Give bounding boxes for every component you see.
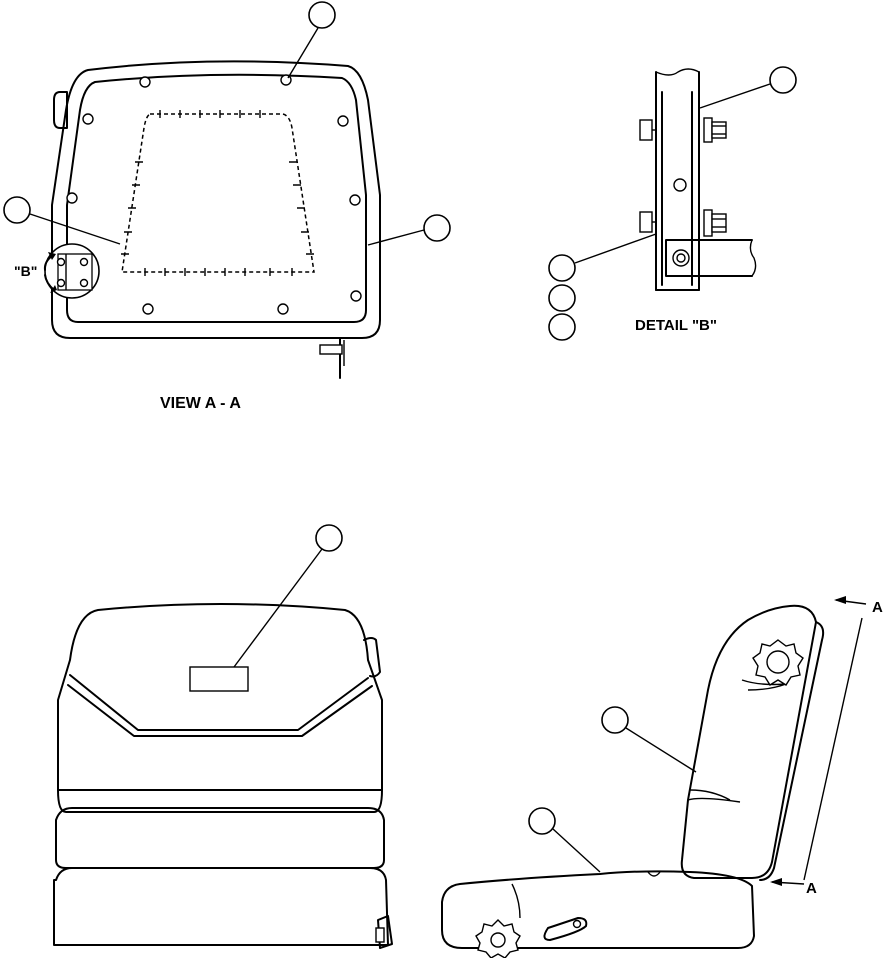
detail-b-callout: "B" — [14, 263, 37, 279]
callout-balloon — [548, 313, 576, 341]
panel-screws — [66, 74, 362, 315]
detail-b-title: DETAIL "B" — [635, 317, 717, 334]
view-a-a-title: VIEW A - A — [160, 395, 241, 412]
callout-balloon — [423, 214, 451, 242]
screw-icon — [66, 192, 78, 204]
seat-side-view: A A — [441, 596, 883, 958]
screw-icon — [350, 290, 362, 302]
recline-lever — [319, 337, 345, 379]
callout-balloon — [528, 807, 556, 835]
callout-balloon — [315, 524, 343, 552]
pocket-stitches — [121, 110, 314, 276]
callout-balloon — [601, 706, 629, 734]
screw-icon — [349, 194, 361, 206]
backrest-rear-shell — [51, 60, 381, 339]
section-mark-bottom: A — [806, 880, 817, 897]
section-mark-top: A — [872, 599, 883, 616]
label-plate — [189, 666, 249, 692]
seat-front-view — [53, 524, 393, 949]
screw-icon — [139, 76, 151, 88]
detail-b-circle — [44, 243, 100, 299]
backrest-rear-panel — [66, 73, 367, 323]
callout-balloon — [308, 1, 336, 29]
screw-icon — [142, 303, 154, 315]
callout-balloon — [548, 284, 576, 312]
screw-icon — [337, 115, 349, 127]
callout-balloon — [548, 254, 576, 282]
map-pocket-outline — [121, 113, 315, 273]
screw-icon — [277, 303, 289, 315]
screw-icon — [82, 113, 94, 125]
view-a-a: "B" VIEW A - A — [3, 1, 451, 412]
callout-balloon — [3, 196, 31, 224]
callout-balloon — [769, 66, 797, 94]
detail-b: DETAIL "B" — [548, 66, 797, 341]
left-handle — [53, 91, 68, 129]
